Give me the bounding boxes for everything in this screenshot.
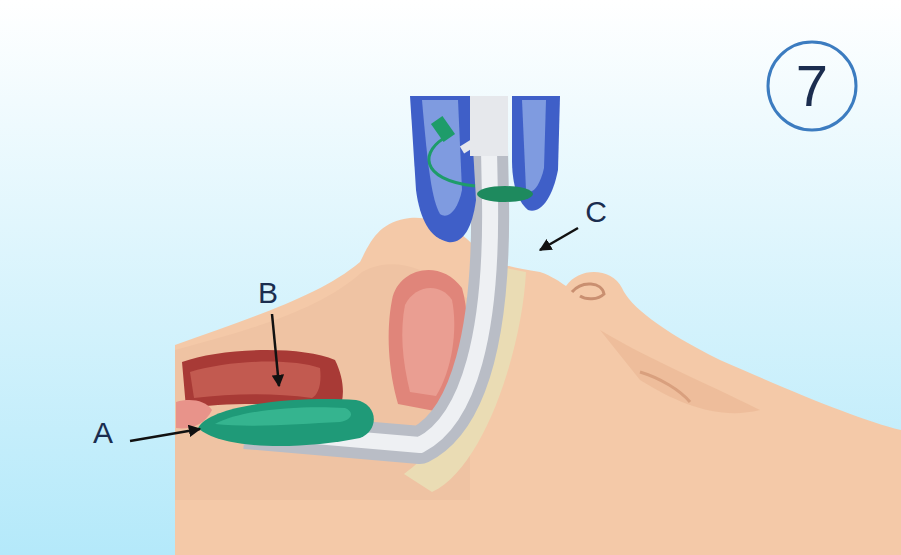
cuff-highlight xyxy=(215,407,351,426)
face-shade xyxy=(600,330,760,413)
callout-letter: C xyxy=(585,197,607,227)
tube-connector xyxy=(470,96,508,156)
tube-side-port xyxy=(462,140,478,150)
tongue-highlight xyxy=(402,288,454,396)
callout-number: 7 xyxy=(796,57,828,115)
mask-cuff xyxy=(198,399,374,446)
leader-arrow-b xyxy=(272,314,279,386)
right-glove-highlight xyxy=(522,100,546,192)
tube-ring xyxy=(477,186,533,202)
callout-letter: A xyxy=(93,418,113,448)
head-skin xyxy=(175,218,901,555)
callout-circle xyxy=(768,42,856,130)
tube-highlight xyxy=(245,100,490,445)
nostril xyxy=(572,284,604,299)
pharynx-wall xyxy=(190,362,321,398)
airway-tube xyxy=(245,100,490,445)
leader-arrow-c xyxy=(540,228,578,250)
leader-arrow-a xyxy=(130,429,200,441)
eye-line xyxy=(640,372,690,402)
callout-letter: B xyxy=(258,278,278,308)
left-glove xyxy=(410,96,476,242)
pilot-valve xyxy=(431,116,455,142)
